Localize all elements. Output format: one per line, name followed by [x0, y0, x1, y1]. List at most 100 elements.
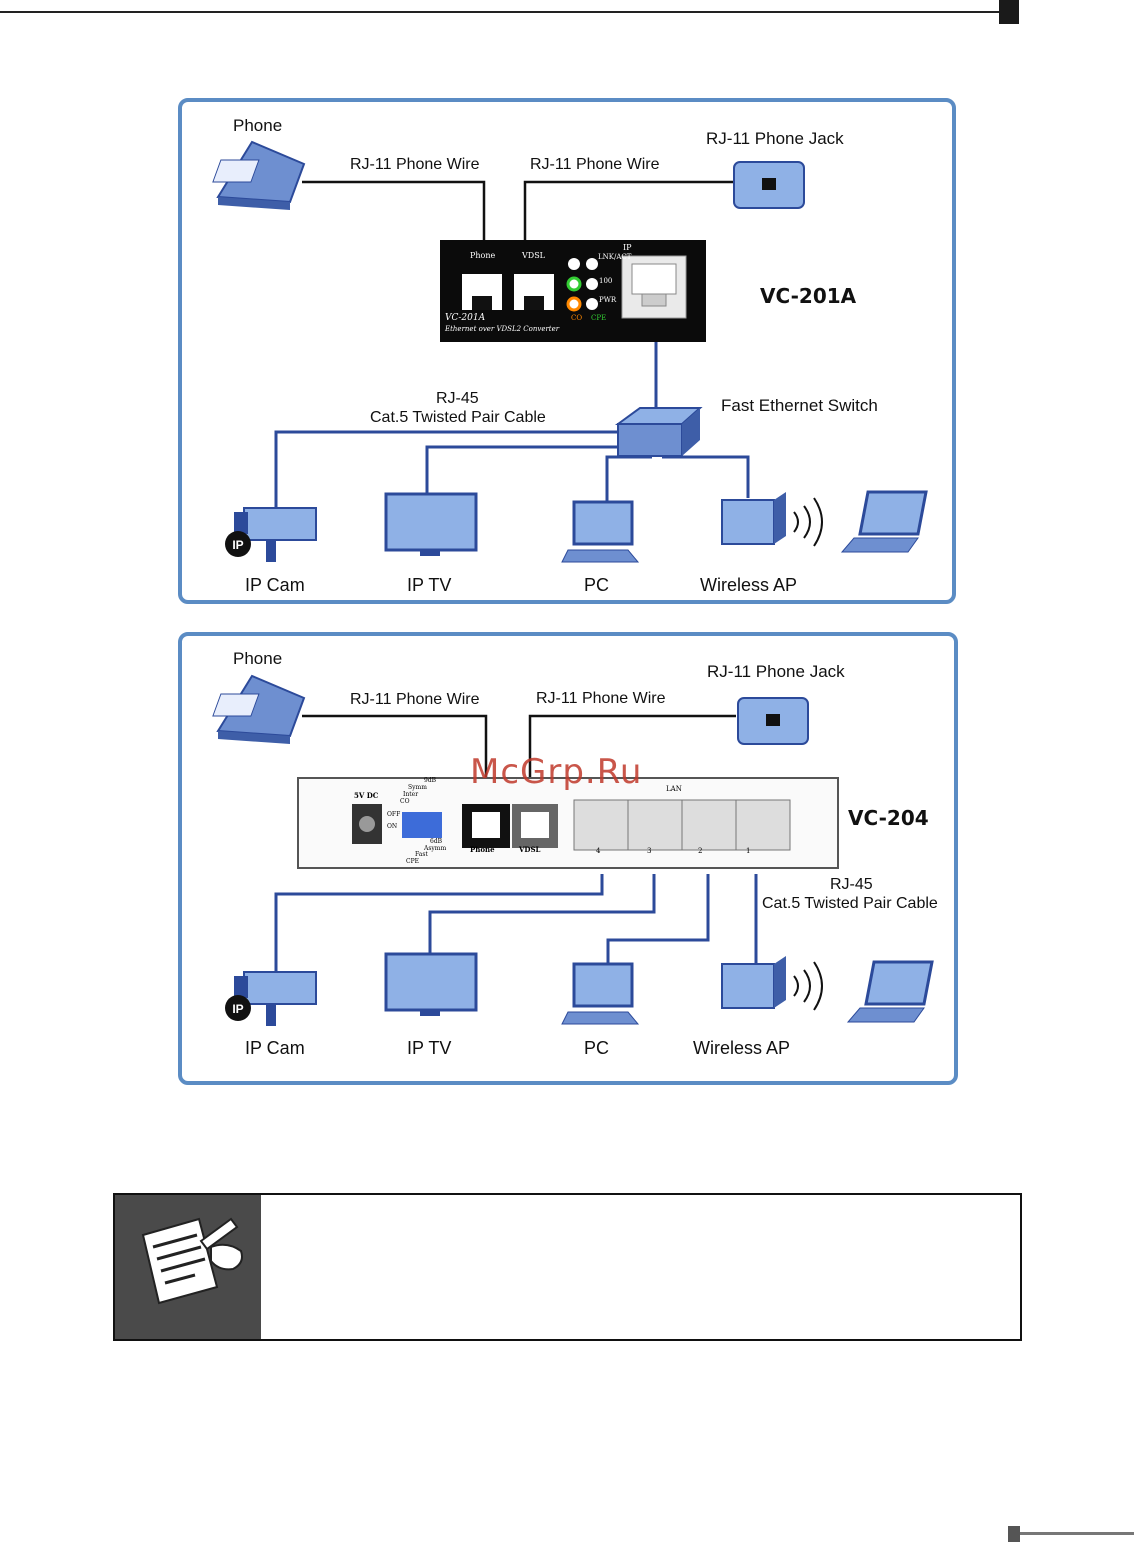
device-label-pc: PC — [584, 575, 610, 595]
lan-port-label-1: 1 — [746, 847, 751, 855]
rj11-jack-icon — [733, 161, 805, 209]
model-vc201a: VC-201A — [760, 284, 857, 308]
panel-model-text: VC-201A — [445, 313, 486, 323]
cable-iptv — [425, 445, 642, 494]
cable-lan2 — [606, 874, 710, 964]
panel-asymm-text: Asymm — [424, 845, 447, 852]
panel-subtitle-text: Ethernet over VDSL2 Converter — [445, 325, 560, 333]
model-vc204: VC-204 — [848, 806, 929, 830]
note-writing-icon — [141, 1217, 243, 1305]
panel-lan-text: LAN — [666, 785, 682, 793]
cable-label-1b: RJ-45 — [830, 876, 873, 893]
panel-vdsl-text-2: VDSL — [519, 845, 541, 854]
led-co-green — [566, 276, 582, 292]
cable-label-2b: Cat.5 Twisted Pair Cable — [762, 895, 938, 912]
lan-ports — [573, 799, 791, 851]
wire-right-label: RJ-11 Phone Wire — [530, 156, 660, 173]
vc201a-front-panel — [440, 240, 706, 342]
watermark: McGrp.Ru — [470, 752, 643, 792]
vc204-front-panel — [297, 777, 839, 869]
panel-5vdc-text: 5V DC — [354, 791, 379, 800]
dip-switch[interactable] — [402, 812, 442, 838]
device-label-ipcam: IP Cam — [245, 575, 305, 595]
led-1 — [568, 258, 580, 270]
panel-cpe-text-2: CPE — [406, 858, 420, 865]
panel-co-text: CO — [571, 314, 583, 322]
diagram-vc201a: IP — [178, 98, 956, 604]
note-box — [113, 1193, 1022, 1341]
panel-9db-text: 9dB — [424, 777, 437, 784]
jack-label-2: RJ-11 Phone Jack — [707, 662, 845, 681]
panel-lnk-text: LNK/ACT — [598, 253, 632, 261]
led-100 — [586, 278, 598, 290]
footer-rule — [1020, 1532, 1134, 1535]
panel-6db-text: 6dB — [430, 838, 443, 845]
switch-label: Fast Ethernet Switch — [721, 396, 878, 415]
panel-phone-text: Phone — [470, 251, 496, 260]
phone-icon — [212, 140, 306, 210]
wire-right-label-2: RJ-11 Phone Wire — [536, 690, 666, 707]
device-label-ipcam-2: IP Cam — [245, 1038, 305, 1058]
cable-label-1: RJ-45 — [436, 390, 479, 407]
panel-100-text: 100 — [599, 277, 613, 285]
cable-lan3 — [428, 874, 656, 954]
jack-label: RJ-11 Phone Jack — [706, 129, 844, 148]
diagram-vc201a-canvas: IP — [212, 140, 928, 563]
rj11-wire-left-2 — [302, 714, 488, 778]
rj11-wire-right — [523, 180, 734, 240]
panel-off-text: OFF — [387, 811, 401, 818]
footer-marker — [1008, 1526, 1020, 1542]
cable-ipcam — [274, 430, 622, 508]
phone-label-2: Phone — [233, 649, 283, 668]
ip-tv-icon — [384, 492, 478, 556]
page-tab-marker — [999, 0, 1019, 24]
lan-port-label-4: 4 — [596, 847, 601, 855]
device-label-iptv: IP TV — [407, 575, 452, 595]
panel-on-text: ON — [387, 823, 398, 830]
laptop-icon — [840, 490, 928, 553]
device-label-ap: Wireless AP — [700, 575, 798, 595]
vdsl-port — [514, 274, 554, 310]
phone-label: Phone — [233, 116, 283, 135]
panel-phone-text-2: Phone — [470, 845, 495, 854]
wire-left-label: RJ-11 Phone Wire — [350, 156, 480, 173]
panel-vdsl-text: VDSL — [522, 251, 545, 260]
wireless-ap-icon — [721, 492, 823, 547]
panel-inter-text: Inter — [403, 791, 419, 798]
device-label-iptv-2: IP TV — [407, 1038, 452, 1058]
svg-text:IP: IP — [232, 538, 243, 552]
diagram-vc204: IP — [178, 632, 958, 1085]
pc-icon-2 — [561, 962, 640, 1025]
rj11-wire-left — [302, 180, 486, 240]
phone-port — [462, 274, 502, 310]
wireless-ap-icon-2 — [721, 956, 823, 1011]
device-label-ap-2: Wireless AP — [693, 1038, 791, 1058]
panel-cpe-text: CPE — [591, 314, 607, 322]
wire-left-label-2: RJ-11 Phone Wire — [350, 691, 480, 708]
ip-camera-icon-2: IP — [225, 971, 317, 1026]
panel-fast-text: Fast — [415, 851, 428, 858]
lan-port-label-3: 3 — [647, 847, 652, 855]
led-lnk — [586, 258, 598, 270]
diagram-vc204-canvas: IP — [212, 674, 934, 1026]
cable-ap — [662, 455, 750, 498]
panel-symm-text: Symm — [408, 784, 427, 791]
panel-ip-text: IP — [623, 243, 632, 252]
led-orange — [566, 296, 582, 312]
cable-lan4 — [274, 874, 604, 972]
fast-ethernet-switch-icon — [614, 407, 703, 457]
rj11-wire-right-2 — [528, 714, 736, 778]
pc-icon — [561, 500, 640, 563]
cable-pc — [605, 455, 652, 502]
note-icon-panel — [115, 1195, 261, 1339]
rj11-jack-icon-2 — [737, 697, 809, 745]
laptop-icon-2 — [846, 960, 934, 1023]
ip-tv-icon-2 — [384, 952, 478, 1016]
panel-co-text-2: CO — [400, 798, 410, 805]
ip-port — [621, 255, 687, 319]
panel-pwr-text: PWR — [599, 296, 617, 304]
svg-text:IP: IP — [232, 1002, 243, 1016]
ip-camera-icon: IP — [225, 507, 317, 562]
phone-icon-2 — [212, 674, 306, 744]
top-rule — [0, 11, 1000, 13]
